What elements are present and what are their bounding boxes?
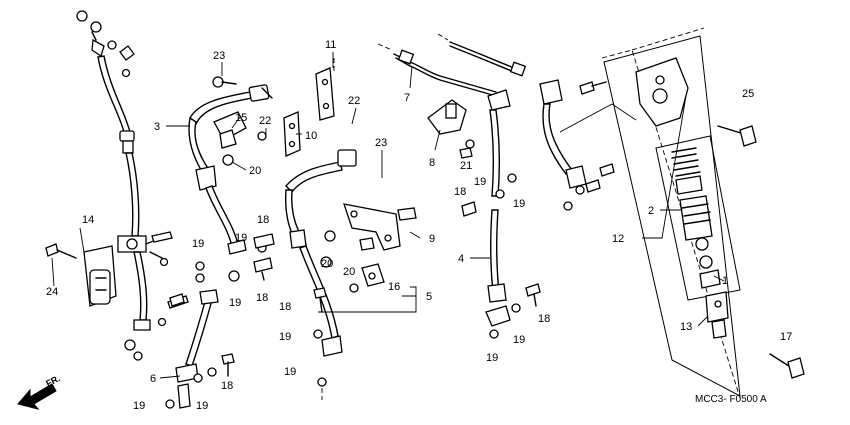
callout-17: 17	[780, 331, 792, 343]
callout-19b: 19	[235, 232, 247, 244]
bracket-10-11	[283, 58, 335, 157]
callout-3: 3	[154, 121, 160, 133]
callout-10: 10	[305, 130, 317, 142]
leader-lines	[51, 52, 725, 379]
callout-18f: 18	[538, 313, 550, 325]
callout-20a: 20	[249, 165, 261, 177]
callout-18a: 18	[257, 214, 269, 226]
callout-2: 2	[648, 205, 654, 217]
callout-24: 24	[46, 286, 58, 298]
callout-19c: 19	[229, 297, 241, 309]
callout-4: 4	[458, 253, 464, 265]
hose-6-assembly	[165, 289, 235, 409]
callout-20c: 20	[343, 266, 355, 278]
callout-18b: 18	[256, 292, 268, 304]
callout-19k: 19	[513, 334, 525, 346]
callout-21: 21	[460, 160, 472, 172]
callout-23a: 23	[213, 50, 225, 62]
callout-11: 11	[325, 39, 336, 51]
callout-16: 16	[388, 281, 400, 293]
callout-20b: 20	[321, 258, 333, 270]
callout-15: 15	[235, 112, 247, 124]
callout-1: 1	[722, 275, 728, 287]
callout-14: 14	[82, 214, 94, 226]
callout-18d: 18	[221, 380, 233, 392]
front-direction-arrow	[17, 383, 57, 410]
callout-5: 5	[426, 291, 432, 303]
hose-5-assembly	[284, 149, 417, 400]
callout-19i: 19	[513, 198, 525, 210]
callout-18c: 18	[279, 301, 291, 313]
callout-labels: 1 2 3 4 5 6 7 8 9 10 11 12 13 14 15 16 1…	[46, 39, 792, 412]
brake-pipe-7	[377, 33, 527, 149]
callout-25: 25	[742, 88, 754, 100]
callout-19a: 19	[192, 238, 204, 250]
callout-19d: 19	[133, 400, 145, 412]
callout-23b: 23	[375, 137, 387, 149]
diagram-code: MCC3- F0500 A	[695, 394, 767, 405]
rear-hose-assembly	[539, 79, 615, 211]
callout-12: 12	[612, 233, 624, 245]
callout-8: 8	[429, 157, 435, 169]
callout-19f: 19	[279, 331, 291, 343]
callout-19j: 19	[486, 352, 498, 364]
callout-13: 13	[680, 321, 692, 333]
hose-4-assembly	[459, 109, 541, 339]
callout-19e: 19	[196, 400, 208, 412]
callout-7: 7	[404, 92, 410, 104]
callout-19h: 19	[474, 176, 486, 188]
master-cylinder-assembly	[559, 27, 805, 399]
mid-left-fasteners	[169, 76, 275, 307]
callout-19g: 19	[284, 366, 296, 378]
front-direction-label: FR.	[44, 373, 61, 389]
left-brake-hose-assembly	[45, 10, 189, 361]
callout-22b: 22	[348, 95, 360, 107]
callout-6: 6	[150, 373, 156, 385]
callout-9: 9	[429, 233, 435, 245]
callout-18e: 18	[454, 186, 466, 198]
callout-22a: 22	[259, 115, 271, 127]
